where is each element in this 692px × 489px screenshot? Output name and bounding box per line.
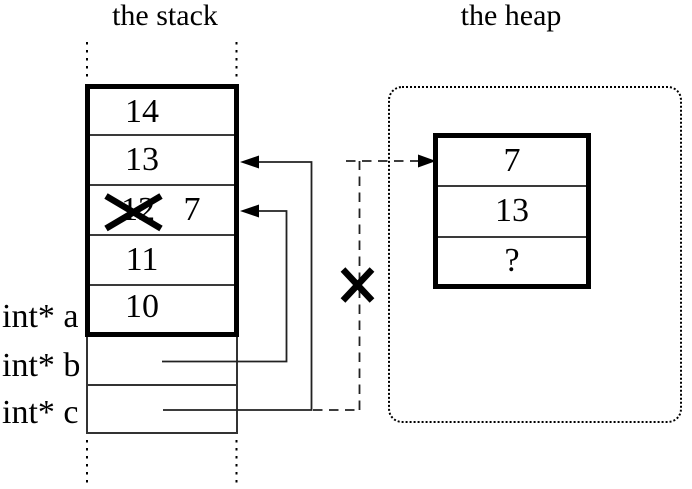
heap-cell-divider	[438, 236, 586, 238]
heap-title: the heap	[460, 0, 562, 32]
stack-cell-pointer-c	[85, 386, 238, 434]
stack-cell-new-value: 7	[183, 191, 201, 228]
stack-cell-divider	[90, 134, 234, 136]
pointer-label-a: int* a	[2, 298, 79, 335]
heap-cell-divider	[438, 185, 586, 187]
heap-box	[433, 133, 591, 289]
stack-cell-pointer-b	[85, 337, 238, 386]
arrowhead-left-icon	[240, 204, 259, 218]
heap-region-dotted-boundary	[388, 86, 682, 423]
heap-cell-value: 13	[495, 192, 529, 229]
stack-title: the stack	[112, 0, 218, 32]
arrowhead-left-icon	[240, 155, 259, 169]
stack-cell-value: 13	[125, 141, 159, 178]
heap-cell-value: 7	[503, 142, 521, 179]
pointer-label-c: int* c	[2, 394, 79, 431]
stack-cell-value: 14	[125, 92, 159, 130]
stack-cell-value: 10	[125, 288, 159, 325]
heap-cell-value: ?	[504, 241, 520, 279]
cross-out-broken-link-icon	[340, 267, 375, 303]
stack-cell-divider	[90, 184, 234, 186]
stack-cell-value: 11	[125, 241, 159, 278]
pointer-label-b: int* b	[2, 347, 81, 384]
